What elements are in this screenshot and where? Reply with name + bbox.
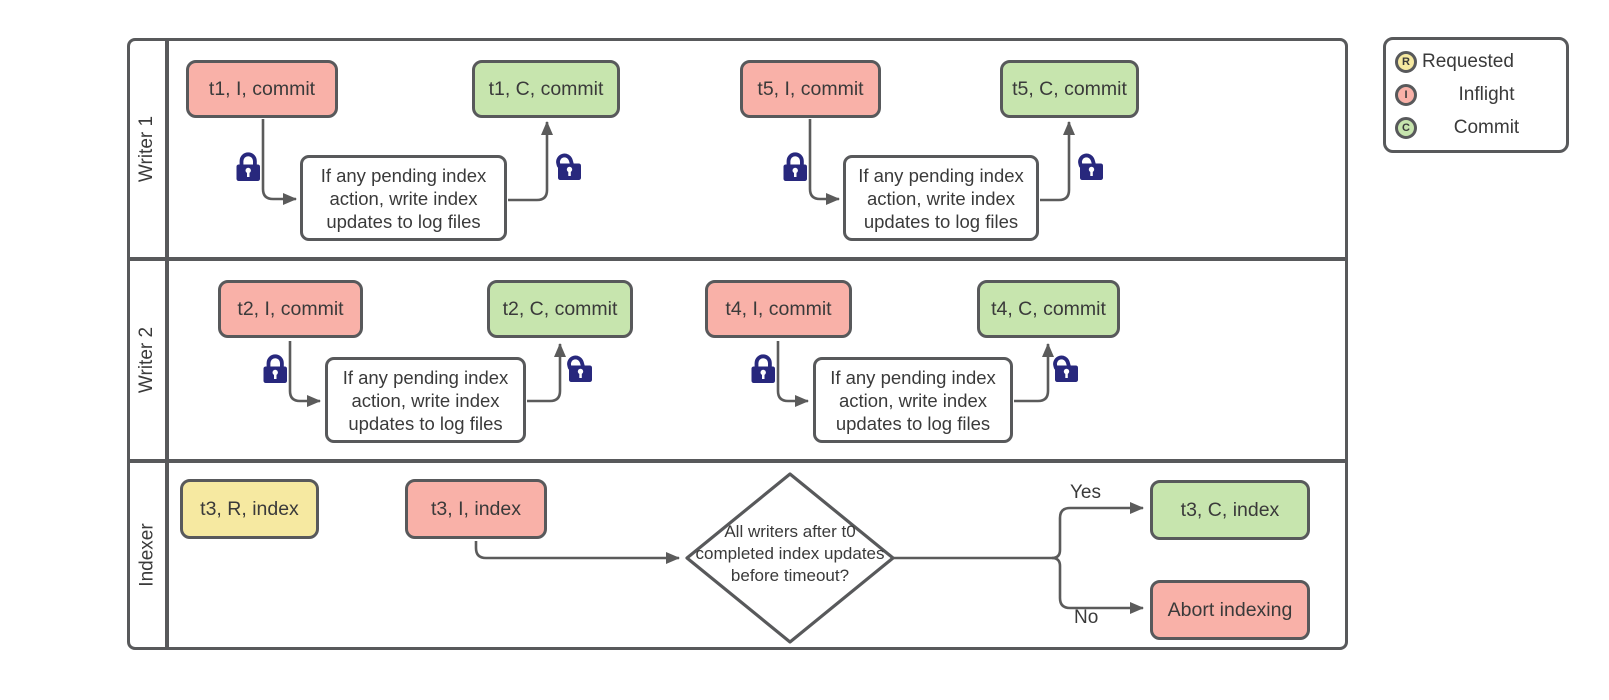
node-t1-inflight: t1, I, commit (186, 60, 338, 118)
legend-label: Inflight (1458, 84, 1515, 105)
node-t5-inflight: t5, I, commit (740, 60, 881, 118)
connector-process-to-t5-commit (1040, 121, 1075, 202)
legend-row-commit: C Commit (1395, 116, 1556, 140)
node-t2-inflight: t2, I, commit (218, 280, 363, 338)
connector-yes-branch (1051, 502, 1144, 560)
node-abort-indexing: Abort indexing (1150, 580, 1310, 640)
connector-process-to-t4-commit (1014, 343, 1054, 403)
swimlane-frame (127, 38, 1348, 650)
yes-branch-label: Yes (1070, 482, 1101, 503)
node-t4-commit: t4, C, commit (977, 280, 1120, 338)
commit-badge-icon: C (1395, 117, 1417, 139)
legend-label: Requested (1422, 51, 1514, 72)
decision-diamond (685, 472, 895, 644)
legend-row-requested: R Requested (1395, 50, 1556, 74)
open-lock-icon (565, 354, 594, 384)
connector-t5-inflight-to-process (808, 119, 840, 205)
node-t2-commit: t2, C, commit (487, 280, 633, 338)
node-t3-commit: t3, C, index (1150, 480, 1310, 540)
connector-no-branch (1051, 556, 1144, 614)
connector-t3-inflight-to-decision (474, 541, 680, 564)
closed-lock-icon (749, 354, 777, 385)
node-t3-inflight: t3, I, index (405, 479, 547, 539)
inflight-badge-icon: I (1395, 84, 1417, 106)
legend-row-inflight: I Inflight (1395, 83, 1556, 107)
connector-t1-inflight-to-process (261, 119, 297, 205)
node-t1-commit: t1, C, commit (472, 60, 620, 118)
node-process-writer1-t5: If any pending index action, write index… (843, 155, 1039, 241)
connector-t4-inflight-to-process (776, 341, 809, 407)
open-lock-icon (1076, 152, 1105, 182)
closed-lock-icon (261, 354, 289, 385)
node-process-writer2-t4: If any pending index action, write index… (813, 357, 1013, 443)
decision-question: All writers after t0 completed index upd… (695, 522, 885, 585)
legend: R Requested I Inflight C Commit (1383, 37, 1569, 153)
node-t3-requested: t3, R, index (180, 479, 319, 539)
connector-t2-inflight-to-process (288, 341, 321, 407)
closed-lock-icon (234, 152, 262, 183)
lane-divider-2 (128, 459, 1347, 463)
legend-label: Commit (1453, 117, 1520, 138)
node-t4-inflight: t4, I, commit (705, 280, 852, 338)
node-t5-commit: t5, C, commit (1000, 60, 1139, 118)
connector-process-to-t2-commit (527, 343, 566, 403)
connector-process-to-t1-commit (508, 121, 553, 202)
node-process-writer2-t2: If any pending index action, write index… (325, 357, 526, 443)
open-lock-icon (1051, 354, 1080, 384)
closed-lock-icon (781, 152, 809, 183)
open-lock-icon (554, 152, 583, 182)
requested-badge-icon: R (1395, 51, 1417, 73)
lane-divider-1 (128, 257, 1347, 261)
lane-label-divider (165, 40, 169, 648)
node-process-writer1-t1: If any pending index action, write index… (300, 155, 507, 241)
no-branch-label: No (1074, 607, 1099, 628)
